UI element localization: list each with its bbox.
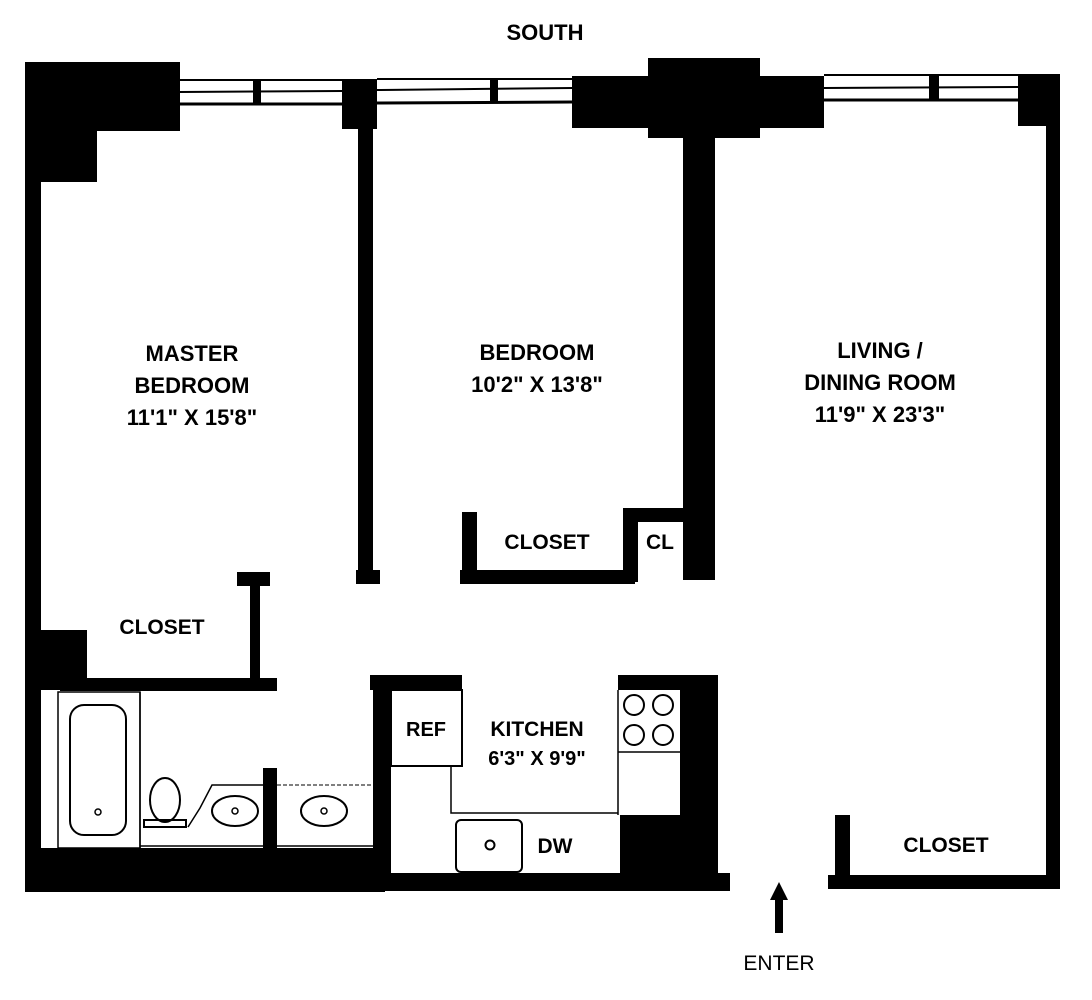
kitchen-label: KITCHEN bbox=[490, 718, 583, 741]
dishwasher-label: DW bbox=[538, 835, 573, 858]
bedroom-label: BEDROOM bbox=[480, 340, 595, 365]
kitchen bbox=[390, 689, 680, 873]
entry-closet-label: CLOSET bbox=[903, 834, 988, 857]
living-dining-label-1: LIVING / bbox=[837, 338, 923, 363]
toilet-icon bbox=[143, 777, 187, 828]
kitchen-dims: 6'3" X 9'9" bbox=[488, 748, 585, 770]
bathroom bbox=[57, 691, 373, 849]
master-bedroom-label-1: MASTER bbox=[146, 341, 239, 366]
stove-icon bbox=[618, 694, 680, 753]
sink-icon bbox=[211, 795, 259, 827]
living-dining-label-2: DINING ROOM bbox=[804, 370, 956, 395]
master-bedroom-dims: 11'1" X 15'8" bbox=[127, 405, 257, 430]
orientation-label: SOUTH bbox=[507, 20, 584, 45]
entry-arrow-icon bbox=[770, 882, 788, 933]
living-dining-dims: 11'9" X 23'3" bbox=[815, 402, 945, 427]
entry-label: ENTER bbox=[743, 952, 814, 975]
windows bbox=[179, 74, 1019, 106]
master-bedroom-label-2: BEDROOM bbox=[135, 373, 250, 398]
bathtub-icon bbox=[69, 704, 127, 836]
small-closet-label: CL bbox=[646, 531, 674, 554]
bedroom-dims: 10'2" X 13'8" bbox=[471, 372, 603, 397]
walls bbox=[25, 58, 1060, 892]
kitchen-sink-icon bbox=[455, 819, 523, 873]
refrigerator-label: REF bbox=[406, 719, 446, 741]
bedroom-closet-label: CLOSET bbox=[504, 531, 589, 554]
sink-icon bbox=[300, 795, 348, 827]
master-closet-label: CLOSET bbox=[119, 616, 204, 639]
